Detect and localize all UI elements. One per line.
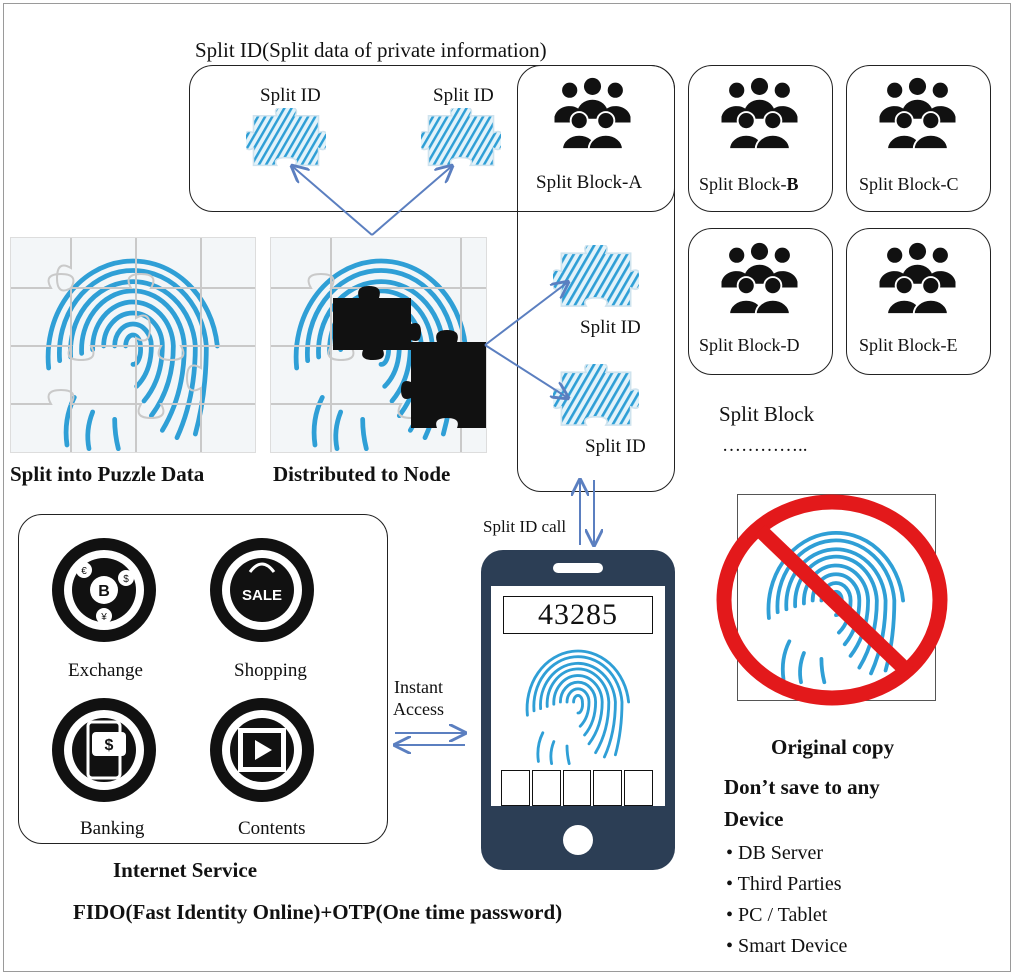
- split-id-title: Split ID(Split data of private informati…: [195, 38, 547, 62]
- original-copy-caption: Original copy: [771, 735, 895, 759]
- internet-service-title: Internet Service: [113, 858, 258, 882]
- fingerprint-icon: [525, 649, 631, 766]
- svg-text:SALE: SALE: [242, 587, 282, 604]
- otp-digit-box[interactable]: [531, 770, 561, 806]
- otp-digit-box[interactable]: [562, 770, 592, 806]
- split-id-label-2: Split ID: [433, 85, 494, 106]
- phone-home-button[interactable]: [563, 825, 593, 855]
- arrow-to-node-piece-1: [484, 282, 568, 346]
- fingerprint-puzzle-image: [10, 237, 256, 453]
- node-split-id-label-1: Split ID: [580, 317, 641, 338]
- split-id-label-1: Split ID: [260, 85, 321, 106]
- fingerprint-distributed-image: [270, 237, 487, 453]
- split-block-b-label: Split Block-B: [699, 174, 799, 194]
- svg-text:$: $: [123, 574, 129, 585]
- arrow-to-node-piece-2: [484, 344, 568, 398]
- smartphone: 43285: [481, 550, 675, 870]
- node-split-id-label-2: Split ID: [585, 436, 646, 457]
- otp-digit-box[interactable]: [624, 770, 653, 806]
- fido-otp-footer: FIDO(Fast Identity Online)+OTP(One time …: [73, 900, 563, 924]
- device-list-item: • PC / Tablet: [726, 904, 828, 926]
- split-block-e: [846, 228, 991, 375]
- split-block-more-dots: …………..: [722, 435, 808, 456]
- device-list-item: • Third Parties: [726, 873, 842, 895]
- split-id-call-label: Split ID call: [483, 517, 567, 536]
- split-puzzle-caption: Split into Puzzle Data: [10, 462, 205, 486]
- svg-text:€: €: [81, 566, 87, 577]
- split-block-d-label: Split Block-D: [699, 335, 800, 355]
- warning-line-2: Device: [724, 807, 784, 831]
- arrow-to-split-id-1: [292, 166, 373, 236]
- split-block-c-label: Split Block-C: [859, 174, 959, 194]
- shopping-label: Shopping: [234, 660, 307, 681]
- otp-digit-box[interactable]: [501, 770, 530, 806]
- banking-label: Banking: [80, 818, 145, 839]
- arrow-to-split-id-2: [371, 166, 452, 236]
- phone-screen: 43285: [491, 586, 665, 806]
- contents-label: Contents: [238, 818, 306, 839]
- otp-code-display: 43285: [503, 596, 653, 634]
- exchange-label: Exchange: [68, 660, 143, 681]
- split-block-a-node: [517, 65, 675, 492]
- otp-input-boxes[interactable]: [501, 770, 653, 806]
- prohibited-icon: [716, 494, 948, 706]
- diagram-frame: [3, 3, 1011, 972]
- warning-line-1: Don’t save to any: [724, 775, 880, 799]
- contents-icon[interactable]: [210, 698, 314, 802]
- svg-text:B: B: [98, 583, 110, 600]
- split-block-more-label: Split Block: [719, 402, 815, 426]
- split-block-a-label: Split Block-A: [536, 172, 643, 193]
- banking-icon[interactable]: $: [52, 698, 156, 802]
- exchange-icon[interactable]: B € $ ¥: [52, 538, 156, 642]
- phone-speaker: [553, 563, 603, 573]
- device-list-item: • DB Server: [726, 842, 823, 864]
- split-block-e-label: Split Block-E: [859, 335, 958, 355]
- device-list-item: • Smart Device: [726, 935, 848, 957]
- shopping-icon[interactable]: SALE: [210, 538, 314, 642]
- svg-text:¥: ¥: [100, 612, 107, 623]
- otp-digit-box[interactable]: [593, 770, 623, 806]
- distributed-caption: Distributed to Node: [273, 462, 451, 486]
- svg-text:$: $: [105, 737, 114, 754]
